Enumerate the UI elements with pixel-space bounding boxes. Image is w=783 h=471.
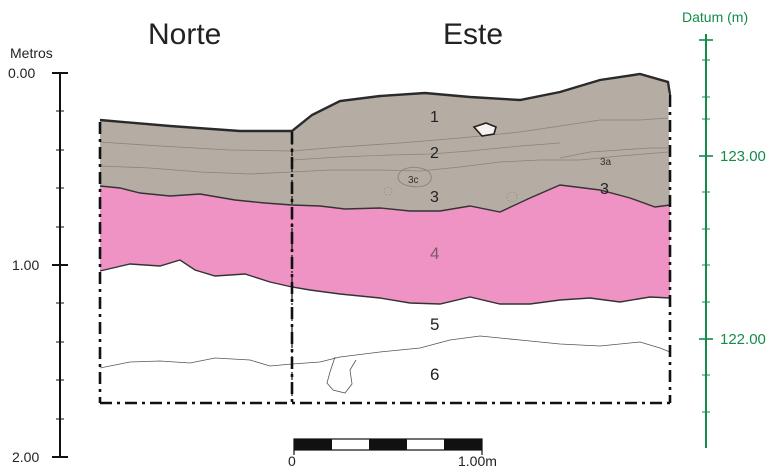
datum-tick-label: 123.00 [720, 148, 766, 165]
boundary-3a [559, 147, 668, 159]
scale-bar-segment-black [444, 439, 482, 450]
boundary-3-4 [99, 184, 671, 213]
layer-label-3-east: 3 [600, 181, 609, 198]
heading-east: Este [443, 18, 503, 51]
scale-bar-segment-black [294, 439, 332, 450]
datum-axis-title: Datum (m) [682, 9, 748, 25]
pebble-inclusion [383, 186, 393, 196]
depth-tick-label: 1.00 [12, 257, 39, 273]
depth-axis: Metros 0.00 1.00 2.00 [8, 45, 68, 465]
stratum-1-3-fill [100, 74, 670, 212]
depth-axis-title: Metros [10, 45, 53, 61]
layer-label-5: 5 [430, 315, 439, 334]
ground-surface-line [99, 72, 672, 133]
datum-tick-label: 122.00 [720, 331, 766, 348]
layer-label-6: 6 [430, 365, 439, 384]
boundary-1-2 [99, 117, 669, 152]
depth-tick-label: 0.00 [8, 65, 35, 81]
scale-bar-segment-black [369, 439, 407, 450]
scale-bar: 0 1.00m [288, 438, 497, 469]
layer-label-4: 4 [430, 244, 439, 263]
layer-label-3c: 3c [408, 175, 419, 186]
lens-3c [397, 166, 432, 188]
boundary-minor [291, 142, 561, 161]
stratum-4-fill [100, 185, 670, 304]
pit-cut [326, 356, 357, 394]
scale-bar-end-label: 1.00m [458, 453, 497, 469]
boundary-2-3 [99, 151, 669, 175]
scale-bar-start-label: 0 [288, 453, 296, 469]
datum-minor-ticks [702, 59, 710, 413]
layer-label-2: 2 [430, 145, 439, 162]
boundary-5-6 [99, 335, 671, 369]
depth-minor-ticks [56, 110, 64, 420]
boundary-4-5 [99, 259, 671, 305]
layer-label-1: 1 [430, 109, 439, 126]
heading-north: Norte [148, 18, 221, 51]
stone-inclusion [472, 122, 497, 137]
depth-tick-label: 2.00 [12, 449, 39, 465]
layer-label-3: 3 [430, 189, 439, 206]
layer-label-3a: 3a [600, 157, 612, 168]
datum-axis: Datum (m) 123.00 122.00 [682, 9, 766, 448]
pebble-inclusion [506, 191, 518, 203]
